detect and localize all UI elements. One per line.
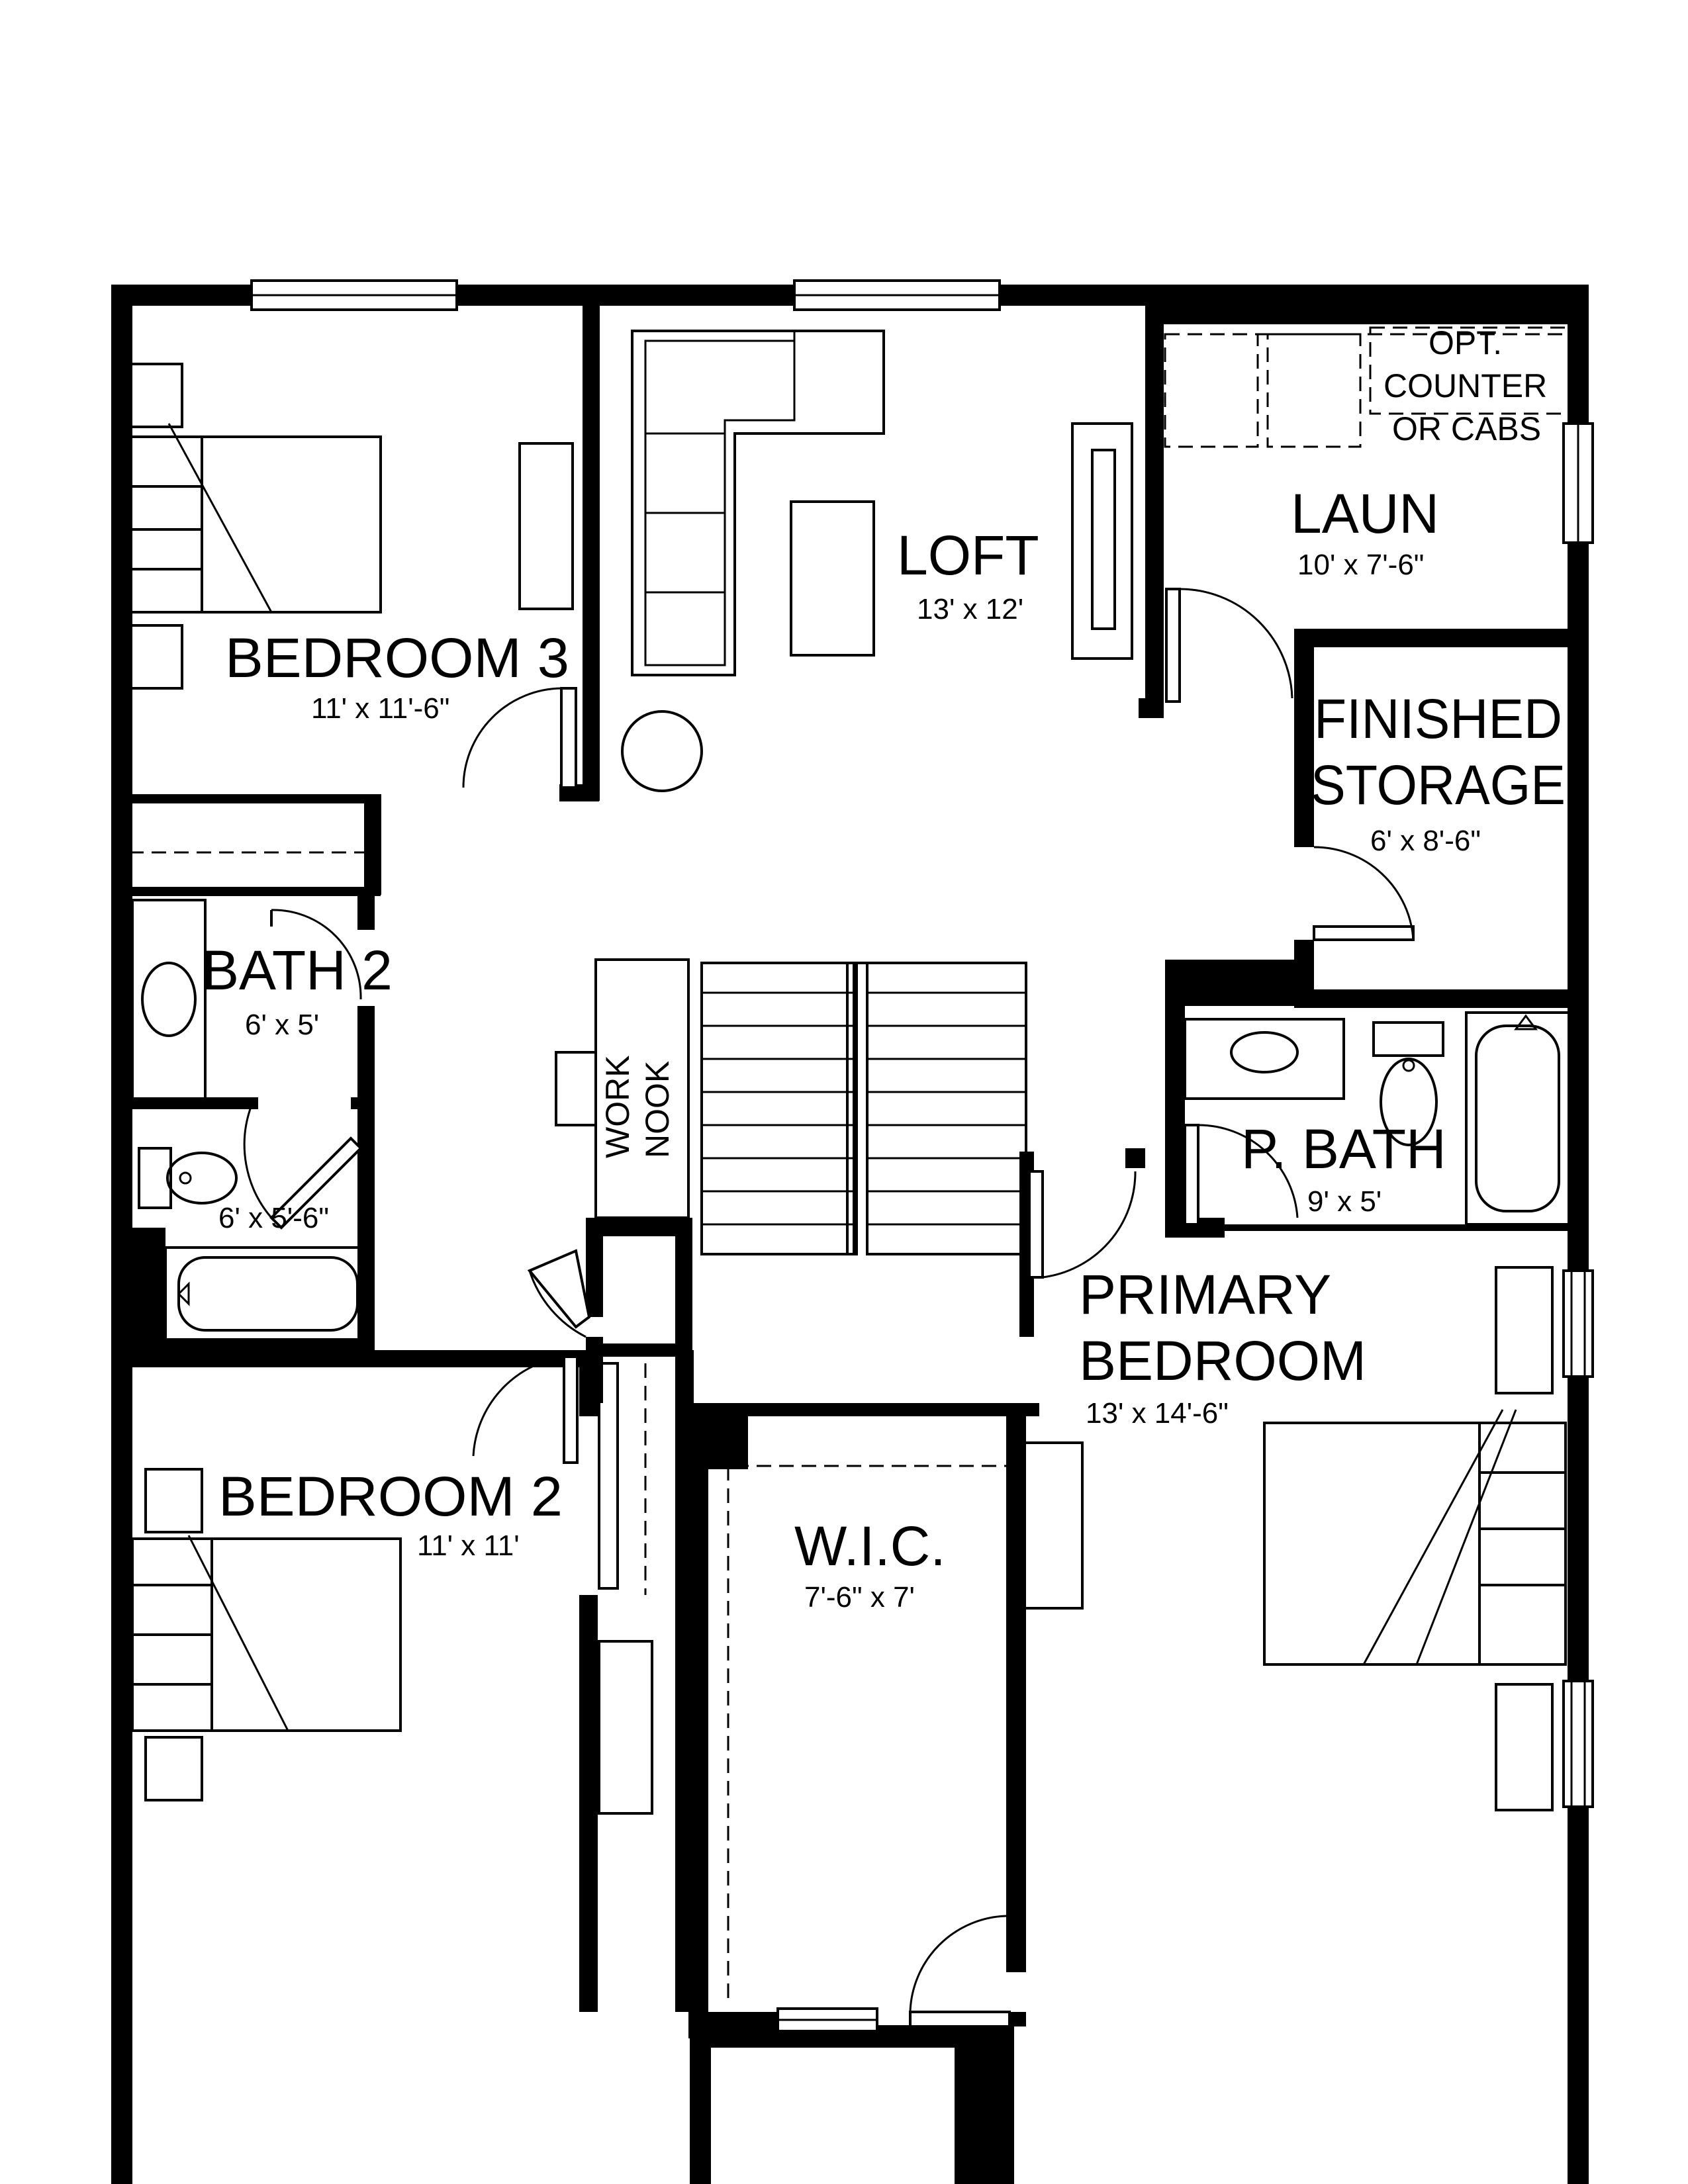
loft-dim: 13' x 12' [917,593,1023,625]
doors [243,588,1415,2028]
bath2-dim: 6' x 5' [245,1009,319,1041]
bedroom3-name: BEDROOM 3 [225,627,569,689]
laun-name: LAUN [1291,482,1439,545]
p-bath-dim: 9' x 5' [1307,1185,1382,1218]
loft-name: LOFT [897,524,1039,586]
bath2-name: BATH 2 [202,939,393,1001]
opt-counter-line1: OPT. [1429,324,1502,361]
finished-storage-name-line1: FINISHED [1314,688,1562,750]
primary-bedroom-name-line1: PRIMARY [1079,1263,1331,1326]
finished-storage-dim: 6' x 8'-6" [1370,825,1481,857]
bedroom2-name: BEDROOM 2 [218,1465,563,1527]
bath2-dim-toilet: 6' x 5'-6" [218,1202,329,1234]
laun-dim: 10' x 7'-6" [1297,549,1424,581]
fixtures [128,326,1575,2005]
finished-storage-name-line2: STORAGE [1311,754,1566,816]
bedroom3-dim: 11' x 11'-6" [311,692,449,725]
bedroom2-dim: 11' x 11' [417,1529,520,1562]
labels: BEDROOM 3 11' x 11'-6" LOFT 13' x 12' LA… [202,324,1566,1614]
wic-name: W.I.C. [794,1515,946,1577]
work-nook-line1: WORK [599,1055,636,1158]
windows [250,279,1594,2032]
p-bath-name: P. BATH [1241,1118,1446,1180]
primary-bedroom-dim: 13' x 14'-6" [1086,1397,1229,1430]
work-nook-line2: NOOK [639,1061,676,1158]
opt-counter-line2: COUNTER [1383,367,1547,404]
opt-counter-line3: OR CABS [1392,410,1541,447]
primary-bedroom-name-line2: BEDROOM [1079,1330,1366,1392]
wic-dim: 7'-6" x 7' [804,1581,915,1614]
